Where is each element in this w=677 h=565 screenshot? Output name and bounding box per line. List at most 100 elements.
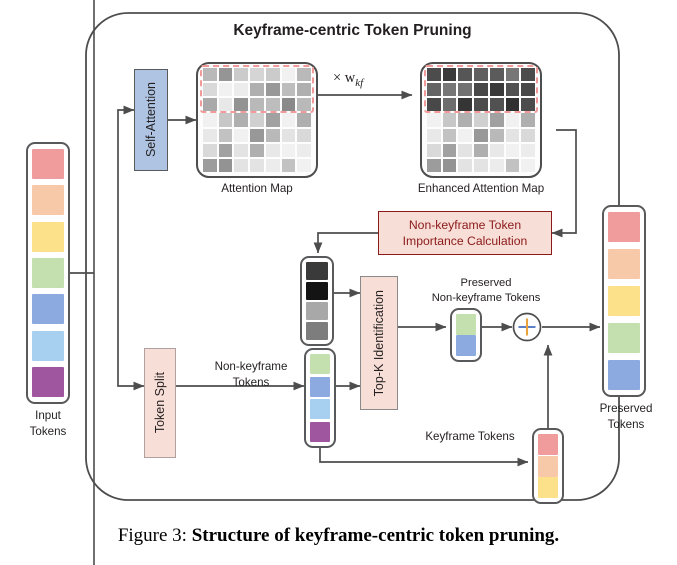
heatmap-cell [265, 143, 280, 157]
token-split-block[interactable]: Token Split [144, 348, 176, 458]
non-keyframe-tokens-column [304, 348, 336, 448]
token-cell [32, 257, 64, 288]
heatmap-cell [489, 158, 504, 172]
attention-map-label: Attention Map [221, 182, 293, 195]
heatmap-cell [265, 113, 280, 127]
heatmap-cell [250, 158, 264, 172]
heatmap-cell [203, 98, 217, 112]
token-cell [310, 376, 330, 397]
heatmap-cell [218, 98, 233, 112]
heatmap-cell [234, 143, 249, 157]
heatmap-cell [297, 113, 311, 127]
heatmap-cell [458, 128, 473, 142]
heatmap-cell [505, 68, 520, 82]
heatmap-cell [521, 68, 535, 82]
input-tokens-label-line1: Input [35, 409, 61, 422]
heatmap-cell [427, 83, 441, 97]
weight-multiplier-text: × w [333, 70, 356, 86]
heatmap-cell [297, 98, 311, 112]
heatmap-cell [265, 128, 280, 142]
heatmap-cell [203, 143, 217, 157]
non-keyframe-tokens-label-line1: Non-keyframe [214, 360, 288, 373]
token-cell [538, 455, 558, 477]
heatmap-cell [458, 68, 473, 82]
enhanced-attention-map-grid [427, 68, 535, 172]
heatmap-cell [458, 113, 473, 127]
heatmap-cell [521, 113, 535, 127]
heatmap-cell [505, 143, 520, 157]
heatmap-cell [474, 113, 488, 127]
heatmap-cell [218, 68, 233, 82]
non-keyframe-tokens-label-line2: Tokens [232, 376, 270, 389]
heatmap-cell [505, 158, 520, 172]
input-tokens-column [26, 142, 70, 404]
heatmap-cell [281, 83, 296, 97]
topk-label: Top-K Identification [372, 289, 386, 397]
heatmap-cell [234, 98, 249, 112]
keyframe-rows-highlight [200, 65, 314, 113]
self-attention-block[interactable]: Self-Attention [134, 69, 168, 171]
heatmap-cell [442, 113, 457, 127]
heatmap-cell [458, 158, 473, 172]
preserved-nonkf-label-line2: Non-keyframe Tokens [431, 292, 541, 304]
caption-prefix: Figure 3: [117, 525, 187, 546]
importance-box-line1: Non-keyframe Token [408, 217, 522, 232]
heatmap-cell [265, 68, 280, 82]
caption-bold: Structure of keyframe-centric token prun… [191, 525, 560, 546]
importance-box-line2: Importance Calculation [402, 234, 528, 248]
heatmap-cell [297, 128, 311, 142]
heatmap-cell [265, 158, 280, 172]
heatmap-cell [489, 98, 504, 112]
preserved-tokens-label-line2: Tokens [607, 418, 645, 431]
token-cell [32, 366, 64, 397]
token-cell [538, 477, 558, 498]
heatmap-cell [489, 113, 504, 127]
heatmap-cell [474, 128, 488, 142]
heatmap-cell [203, 158, 217, 172]
heatmap-cell [234, 158, 249, 172]
heatmap-cell [489, 143, 504, 157]
heatmap-cell [281, 143, 296, 157]
heatmap-cell [489, 83, 504, 97]
heatmap-cell [281, 158, 296, 172]
importance-scores-column [300, 256, 334, 346]
heatmap-cell [250, 83, 264, 97]
heatmap-cell [281, 128, 296, 142]
heatmap-cell [505, 113, 520, 127]
heatmap-cell [442, 128, 457, 142]
heatmap-cell [218, 83, 233, 97]
heatmap-cell [442, 98, 457, 112]
heatmap-cell [427, 143, 441, 157]
importance-cell [306, 322, 328, 340]
weight-subscript: kf [355, 76, 364, 89]
heatmap-cell [458, 83, 473, 97]
heatmap-cell [203, 68, 217, 82]
heatmap-cell [265, 98, 280, 112]
token-cell [32, 294, 64, 325]
heatmap-cell [281, 68, 296, 82]
heatmap-cell [474, 83, 488, 97]
token-cell [608, 249, 640, 279]
heatmap-cell [234, 113, 249, 127]
importance-calculation-box[interactable]: Non-keyframe Token Importance Calculatio… [378, 211, 552, 255]
heatmap-cell [297, 83, 311, 97]
token-cell [32, 330, 64, 361]
heatmap-cell [521, 98, 535, 112]
token-cell [32, 149, 64, 179]
token-cell [456, 335, 476, 356]
heatmap-cell [203, 113, 217, 127]
importance-cell [306, 262, 328, 280]
importance-cell [306, 302, 328, 320]
panel-title: Keyframe-centric Token Pruning [233, 22, 472, 39]
heatmap-cell [427, 158, 441, 172]
heatmap-cell [234, 68, 249, 82]
heatmap-cell [427, 68, 441, 82]
heatmap-cell [218, 158, 233, 172]
figure-caption: Figure 3: Structure of keyframe-centric … [0, 525, 677, 547]
token-cell [310, 354, 330, 374]
topk-identification-block[interactable]: Top-K Identification [360, 276, 398, 410]
heatmap-cell [505, 83, 520, 97]
heatmap-cell [458, 143, 473, 157]
heatmap-cell [297, 143, 311, 157]
heatmap-cell [427, 98, 441, 112]
